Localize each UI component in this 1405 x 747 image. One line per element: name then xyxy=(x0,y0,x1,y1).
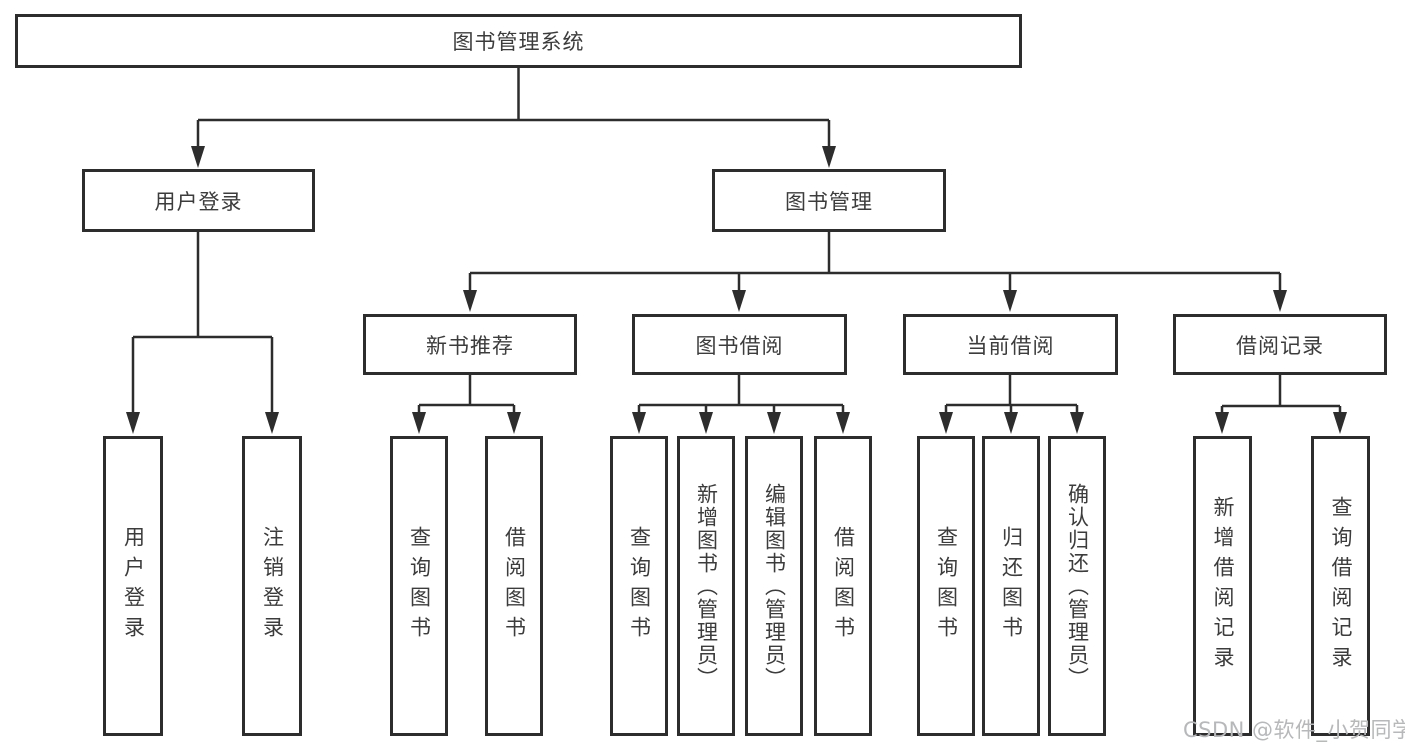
node-root: 图书管理系统 xyxy=(15,14,1022,68)
node-new-book-recommend-label: 新书推荐 xyxy=(426,333,514,358)
node-leaf-nbr-query-book: 查询图书 xyxy=(390,436,448,736)
node-leaf-nbr-borrow-book: 借阅图书 xyxy=(485,436,543,736)
node-leaf-bb-query-book: 查询图书 xyxy=(610,436,668,736)
node-leaf-br-query-record-label: 查询借阅记录 xyxy=(1329,496,1353,676)
node-leaf-bb-add-book-label: 新增图书（管理员） xyxy=(694,482,719,690)
node-borrow-record: 借阅记录 xyxy=(1173,314,1387,375)
connector-book-management-to-level3 xyxy=(463,232,1287,312)
node-leaf-nbr-borrow-book-label: 借阅图书 xyxy=(502,526,527,646)
node-user-login-branch-label: 用户登录 xyxy=(154,189,243,214)
connector-borrow-record-to-children xyxy=(1215,375,1347,434)
node-root-label: 图书管理系统 xyxy=(452,30,585,54)
node-leaf-bb-edit-book: 编辑图书（管理员） xyxy=(745,436,803,736)
node-leaf-user-login: 用户登录 xyxy=(103,436,163,736)
node-leaf-bb-borrow-book-label: 借阅图书 xyxy=(831,526,856,646)
node-leaf-cb-confirm-return: 确认归还（管理员） xyxy=(1048,436,1106,736)
node-leaf-bb-edit-book-label: 编辑图书（管理员） xyxy=(762,482,787,690)
node-leaf-bb-borrow-book: 借阅图书 xyxy=(814,436,872,736)
connector-current-borrow-to-children xyxy=(939,375,1084,434)
node-leaf-bb-query-book-label: 查询图书 xyxy=(627,526,652,646)
node-current-borrow-label: 当前借阅 xyxy=(966,333,1055,358)
node-leaf-cb-confirm-return-label: 确认归还（管理员） xyxy=(1065,482,1090,690)
node-user-login-branch: 用户登录 xyxy=(82,169,315,232)
node-book-borrow-label: 图书借阅 xyxy=(695,333,784,358)
node-leaf-cb-query-book-label: 查询图书 xyxy=(934,526,959,646)
node-leaf-cb-query-book: 查询图书 xyxy=(917,436,975,736)
node-leaf-logout: 注销登录 xyxy=(242,436,302,736)
connector-new-book-recommend-to-children xyxy=(412,375,521,434)
connector-user-login-to-children xyxy=(126,232,279,434)
node-book-management-branch-label: 图书管理 xyxy=(785,189,873,214)
node-leaf-nbr-query-book-label: 查询图书 xyxy=(407,526,432,646)
node-leaf-cb-return-book-label: 归还图书 xyxy=(999,526,1024,646)
node-leaf-br-add-record: 新增借阅记录 xyxy=(1193,436,1252,736)
node-book-borrow: 图书借阅 xyxy=(632,314,847,375)
connector-book-borrow-to-children xyxy=(632,375,850,434)
node-leaf-cb-return-book: 归还图书 xyxy=(982,436,1040,736)
node-leaf-user-login-label: 用户登录 xyxy=(121,526,146,646)
csdn-watermark: CSDN @软件_小贺同学 xyxy=(1183,718,1405,742)
node-book-management-branch: 图书管理 xyxy=(712,169,946,232)
connector-root-to-level2 xyxy=(191,68,836,168)
node-leaf-br-add-record-label: 新增借阅记录 xyxy=(1211,496,1235,676)
node-new-book-recommend: 新书推荐 xyxy=(363,314,577,375)
node-leaf-br-query-record: 查询借阅记录 xyxy=(1311,436,1370,736)
node-borrow-record-label: 借阅记录 xyxy=(1236,333,1324,358)
node-leaf-bb-add-book: 新增图书（管理员） xyxy=(677,436,735,736)
node-leaf-logout-label: 注销登录 xyxy=(260,526,285,646)
node-current-borrow: 当前借阅 xyxy=(903,314,1118,375)
